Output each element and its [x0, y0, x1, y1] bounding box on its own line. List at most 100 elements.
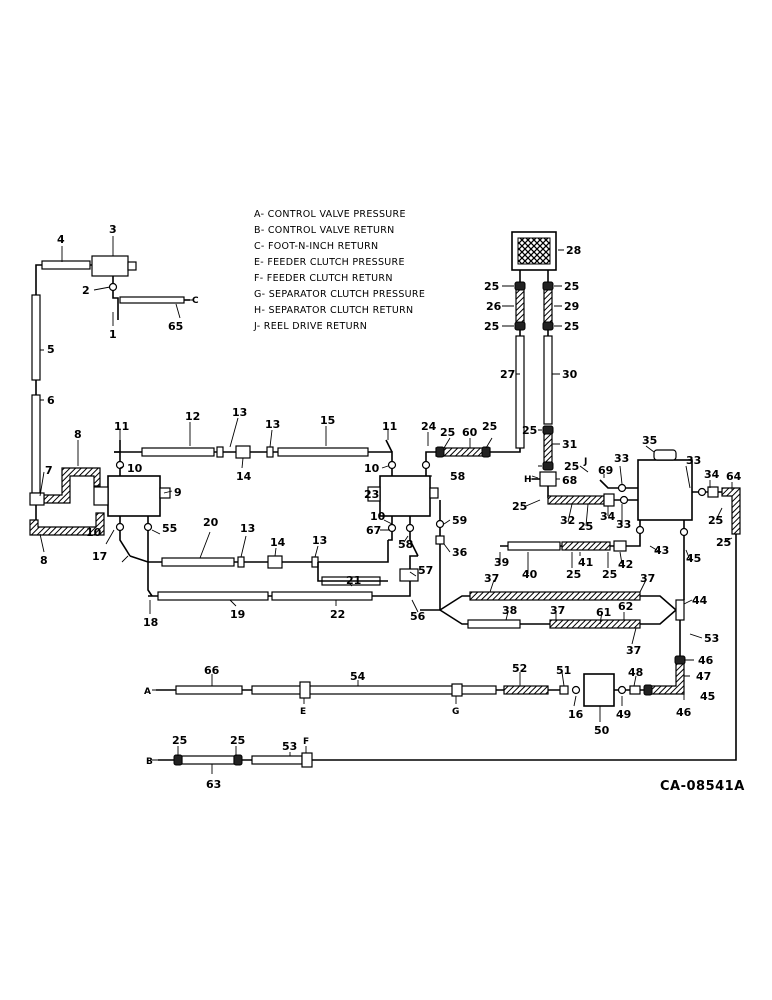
part-label: 37	[626, 644, 641, 657]
part-label: 25	[484, 280, 499, 293]
legend-line-a: A- CONTROL VALVE PRESSURE	[254, 209, 406, 220]
part-label: 25	[564, 280, 579, 293]
part-label: 10	[127, 462, 143, 475]
part-label: 46	[698, 654, 714, 667]
part-label: 21	[346, 574, 361, 587]
part-label: 63	[206, 778, 221, 791]
connection-letters: C H J A E G B F	[144, 296, 587, 767]
connection-letter-j: J	[583, 457, 587, 467]
part-label: 37	[550, 604, 565, 617]
part-label: 37	[640, 572, 655, 585]
part-label: 43	[654, 544, 669, 557]
part-label: 16	[568, 708, 584, 721]
part-label: 13	[232, 406, 247, 419]
part-label: 23	[364, 488, 379, 501]
legend: A- CONTROL VALVE PRESSURE B- CONTROL VAL…	[253, 209, 425, 332]
connection-letter-f: F	[303, 737, 309, 747]
part-label: 49	[616, 708, 631, 721]
part-label: 25	[602, 568, 617, 581]
part-label: 25	[566, 568, 581, 581]
legend-line-b: B- CONTROL VALVE RETURN	[254, 225, 395, 236]
part-label: 29	[564, 300, 579, 313]
part-label: 56	[410, 610, 426, 623]
part-label: 46	[676, 706, 692, 719]
part-label: 59	[452, 514, 467, 527]
pressure-line-a	[156, 655, 686, 707]
legend-line-f: F- FEEDER CLUTCH RETURN	[254, 273, 393, 284]
part-label: 58	[398, 538, 413, 551]
part-label: 41	[578, 556, 593, 569]
leader-lines	[39, 236, 733, 774]
part-label: 44	[692, 594, 708, 607]
connection-letter-h: H	[524, 475, 532, 485]
upper-cross-line	[114, 439, 397, 476]
part-label: 25	[708, 514, 723, 527]
part-label: 19	[230, 608, 245, 621]
part-label: 68	[562, 474, 577, 487]
part-label: 13	[265, 418, 280, 431]
part-label: 34	[600, 510, 616, 523]
part-label: 10	[86, 526, 102, 539]
legend-line-g: G- SEPARATOR CLUTCH PRESSURE	[254, 289, 425, 300]
part-label: 45	[700, 690, 715, 703]
part-label: 25	[172, 734, 187, 747]
part-number-labels: 4 3 2 1 65 5 6 8 7 8 9 11 12 13 14 13 15…	[40, 223, 742, 791]
part-label: 15	[320, 414, 335, 427]
part-label: 47	[696, 670, 711, 683]
part-label: 64	[726, 470, 742, 483]
part-label: 52	[512, 662, 527, 675]
part-label: 25	[564, 460, 579, 473]
oil-cooler-assembly	[435, 231, 557, 498]
connection-letter-e: E	[300, 707, 306, 717]
connection-letter-a: A	[144, 687, 151, 697]
part-label: 9	[174, 486, 182, 499]
part-label: 2	[82, 284, 90, 297]
part-label: 66	[204, 664, 220, 677]
part-label: 20	[203, 516, 219, 529]
part-label: 28	[566, 244, 581, 257]
part-label: 61	[596, 606, 611, 619]
part-label: 14	[270, 536, 286, 549]
part-label: 62	[618, 600, 633, 613]
part-label: 42	[618, 558, 633, 571]
connection-letter-g: G	[452, 707, 459, 717]
part-label: 34	[704, 468, 720, 481]
part-label: 27	[500, 368, 515, 381]
part-label: 12	[185, 410, 200, 423]
part-label: 50	[594, 724, 610, 737]
part-label: 25	[440, 426, 455, 439]
part-label: 11	[114, 420, 129, 433]
part-label: 25	[230, 734, 245, 747]
legend-line-c: C- FOOT-N-INCH RETURN	[254, 241, 378, 252]
part-label: 25	[716, 536, 731, 549]
part-label: 35	[642, 434, 657, 447]
part-label: 4	[57, 233, 65, 246]
part-label: 8	[74, 428, 82, 441]
part-label: 26	[486, 300, 502, 313]
part-label: 48	[628, 666, 643, 679]
part-label: 45	[686, 552, 701, 565]
lower-cross-lines	[129, 540, 419, 601]
part-label: 33	[616, 518, 631, 531]
part-label: 57	[418, 564, 433, 577]
part-label: 6	[47, 394, 55, 407]
part-label: 39	[494, 556, 509, 569]
part-label: 69	[598, 464, 613, 477]
part-label: 33	[614, 452, 629, 465]
part-label: 37	[484, 572, 499, 585]
part-label: 14	[236, 470, 252, 483]
right-control-valve	[367, 451, 445, 611]
part-label: 25	[484, 320, 499, 333]
return-line-b	[158, 752, 313, 768]
part-label: 10	[370, 510, 386, 523]
part-label: 24	[421, 420, 437, 433]
left-feed-line	[29, 255, 190, 536]
part-label: 25	[564, 320, 579, 333]
legend-line-e: E- FEEDER CLUTCH PRESSURE	[254, 257, 405, 268]
part-label: 38	[502, 604, 517, 617]
part-label: 10	[364, 462, 380, 475]
legend-line-h: H- SEPARATOR CLUTCH RETURN	[254, 305, 413, 316]
part-label: 60	[462, 426, 478, 439]
part-label: 67	[366, 524, 381, 537]
